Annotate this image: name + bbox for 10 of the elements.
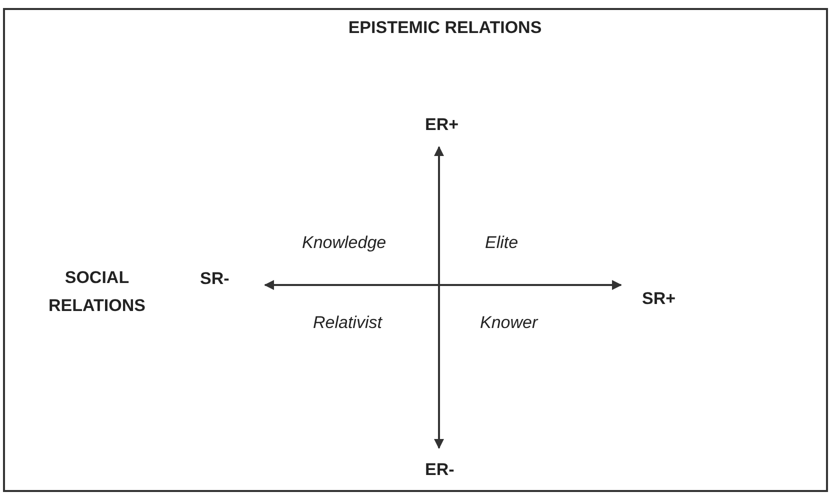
axis-label: ER-	[425, 459, 454, 481]
quadrant-label: Relativist	[313, 312, 382, 334]
axis-label: SR+	[642, 288, 676, 310]
quadrant-label: Knowledge	[302, 232, 386, 254]
axis-title: EPISTEMIC RELATIONS	[347, 17, 543, 39]
axis-title: SOCIAL RELATIONS	[48, 267, 146, 317]
quadrant-label: Elite	[485, 232, 518, 254]
axis-label: SR-	[200, 268, 230, 290]
axis-label: ER+	[425, 114, 459, 136]
quadrant-label: Knower	[480, 312, 538, 334]
